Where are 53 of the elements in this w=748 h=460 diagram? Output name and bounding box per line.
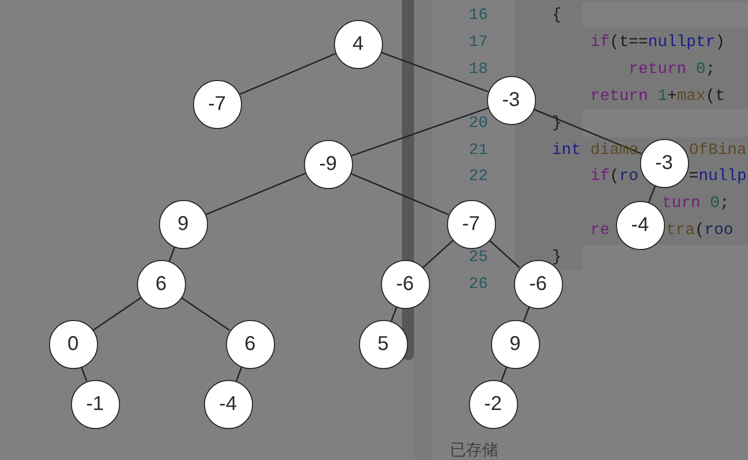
tree-edge bbox=[380, 52, 488, 92]
tree-node: -9 bbox=[304, 140, 352, 188]
code-text: OfBina bbox=[689, 142, 747, 156]
tree-node: 9 bbox=[158, 200, 208, 248]
tree-edge bbox=[236, 366, 242, 382]
tree-node: -1 bbox=[70, 380, 120, 428]
line-number: 25 bbox=[468, 250, 488, 264]
tree-edge bbox=[390, 306, 398, 322]
tree-edge bbox=[648, 186, 656, 202]
code-text: int diame bbox=[552, 142, 638, 156]
code-text: =nullp bbox=[689, 169, 747, 184]
tree-edge bbox=[533, 108, 642, 154]
tree-node: 4 bbox=[334, 20, 382, 68]
tree-node: -6 bbox=[380, 260, 430, 308]
code-text: if(t==nullptr) bbox=[590, 34, 725, 49]
tree-edge bbox=[350, 107, 488, 157]
line-number: 18 bbox=[468, 62, 488, 76]
tree-edge bbox=[350, 172, 449, 216]
code-text: tra(roo bbox=[666, 223, 734, 238]
tree-edge bbox=[523, 306, 530, 322]
tree-node: 6 bbox=[226, 320, 274, 368]
line-number: 22 bbox=[468, 169, 488, 184]
tree-node: 6 bbox=[136, 260, 186, 308]
status-text: 已存储 bbox=[450, 441, 498, 459]
code-text: { bbox=[552, 8, 562, 22]
tree-node: -7 bbox=[446, 200, 496, 248]
tree-edge bbox=[488, 240, 520, 268]
code-text: return 0; bbox=[628, 62, 716, 76]
tree-edge bbox=[205, 172, 306, 216]
tree-edge bbox=[168, 246, 176, 262]
tree-node: 9 bbox=[490, 320, 540, 368]
tree-edge bbox=[422, 240, 454, 268]
tree-node: -3 bbox=[486, 76, 536, 124]
tree-edge bbox=[500, 366, 508, 382]
code-text: re bbox=[590, 223, 610, 238]
code-text: if(ro bbox=[590, 169, 638, 184]
tree-edge bbox=[180, 297, 230, 331]
code-text: turn 0; bbox=[662, 196, 730, 210]
code-text: } bbox=[552, 116, 562, 130]
line-number: 16 bbox=[468, 8, 488, 22]
line-number: 20 bbox=[468, 116, 488, 130]
line-number: 21 bbox=[468, 142, 488, 156]
code-text: return 1+max(t bbox=[590, 88, 725, 103]
line-number: 26 bbox=[468, 277, 488, 291]
tree-node: 0 bbox=[48, 320, 98, 368]
tree-edge bbox=[239, 52, 336, 96]
tree-node: 5 bbox=[358, 320, 408, 368]
tree-node: -7 bbox=[192, 80, 242, 128]
tree-node: -4 bbox=[204, 380, 252, 428]
tree-edge bbox=[92, 297, 142, 331]
tree-node: -2 bbox=[468, 380, 518, 428]
line-number: 17 bbox=[468, 34, 488, 49]
tree-edge bbox=[80, 366, 88, 382]
